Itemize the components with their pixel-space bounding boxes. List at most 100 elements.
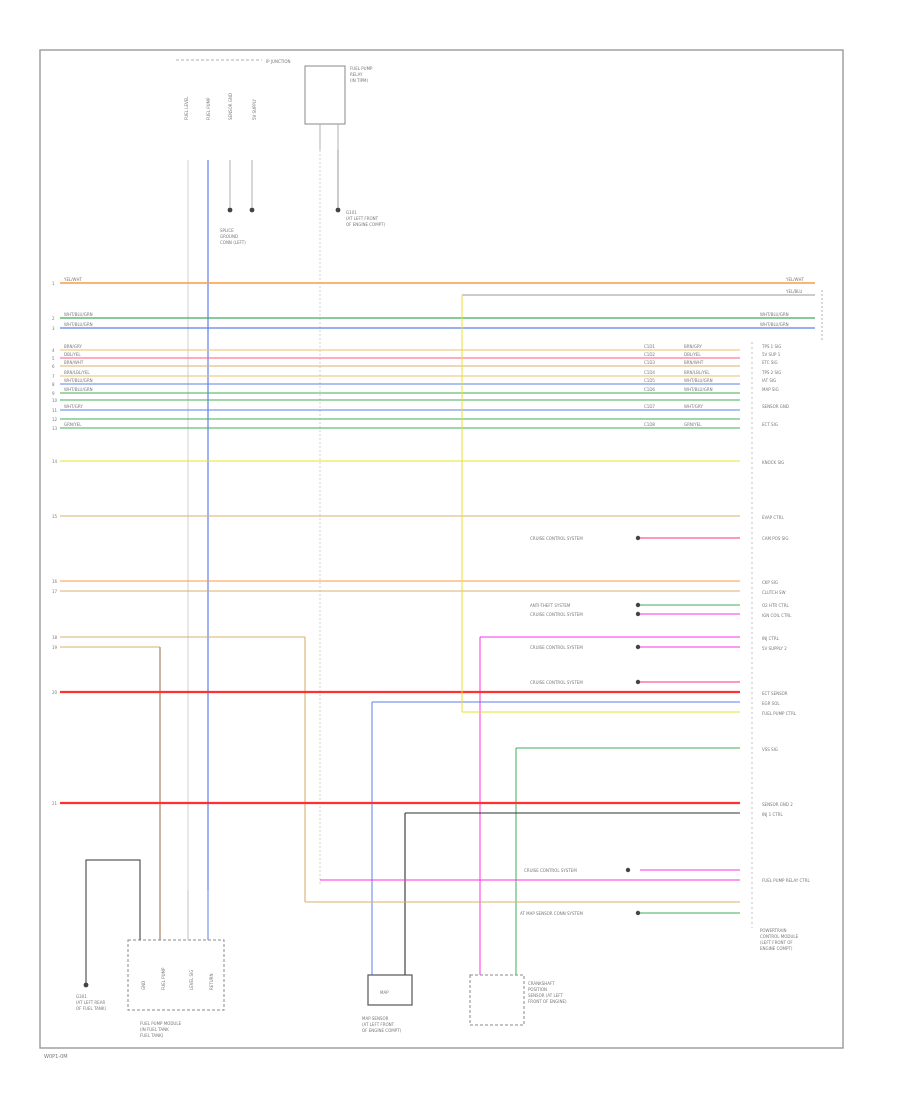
svg-text:CONN (LEFT): CONN (LEFT) bbox=[220, 240, 246, 245]
harness-row-circuit: ECT SIG bbox=[762, 422, 778, 427]
callout: CRUISE CONTROL SYSTEM bbox=[530, 645, 583, 650]
svg-text:POWERTRAIN: POWERTRAIN bbox=[760, 928, 787, 933]
vertical-wires bbox=[187, 150, 321, 890]
top-wire-labels: FUEL LEVEL FUEL PUMP SENSOR GND 5V SUPPL… bbox=[184, 93, 257, 120]
svg-text:FRONT OF ENGINE): FRONT OF ENGINE) bbox=[528, 999, 567, 1004]
svg-text:CONTROL MODULE: CONTROL MODULE bbox=[760, 934, 799, 939]
fuel-module-pin: GND bbox=[141, 981, 146, 990]
harness-row-label: GRN/YEL bbox=[684, 422, 702, 427]
pcm-circuit-label: ECT SENSOR bbox=[762, 691, 788, 696]
svg-text:5: 5 bbox=[52, 356, 55, 361]
top-wire-label: FUEL PUMP bbox=[206, 97, 211, 120]
harness-row-circuit: SENSOR GND bbox=[762, 404, 789, 409]
pcm-circuit-label: INJ 1 CTRL bbox=[762, 812, 783, 817]
harness-row-label: WHT/BLU/GRN bbox=[684, 378, 713, 383]
svg-text:11: 11 bbox=[52, 408, 58, 413]
harness-row-label: BRN/GRY bbox=[684, 344, 702, 349]
callout: CRUISE CONTROL SYSTEM bbox=[530, 536, 583, 541]
fuel-module-pin: RETURN bbox=[209, 974, 214, 990]
harness-wires bbox=[60, 282, 815, 975]
svg-text:19: 19 bbox=[52, 645, 58, 650]
pcm-circuit-labels: TPS 1 SIG 5V SUP 1 ETC SIG TPS 2 SIG IAT… bbox=[761, 344, 811, 883]
top-wire-label: SENSOR GND bbox=[228, 93, 233, 120]
pcm-label: POWERTRAIN CONTROL MODULE (LEFT FRONT OF… bbox=[760, 928, 799, 951]
right-top-labels: YEL/WHT YEL/BLU WHT/BLU/GRN WHT/BLU/GRN bbox=[760, 277, 823, 340]
harness-row-label: DBL/YEL bbox=[684, 352, 701, 357]
left-wire-color-labels: YEL/WHT WHT/BLU/GRN WHT/BLU/GRN BRN/GRY … bbox=[63, 277, 93, 427]
footer-code: W0P1-0M bbox=[44, 1054, 68, 1060]
pcm-circuit-label: VSS SIG bbox=[762, 747, 778, 752]
svg-text:(LEFT FRONT OF: (LEFT FRONT OF bbox=[760, 940, 793, 945]
pcm-circuit-label: FUEL PUMP RELAY CTRL bbox=[762, 878, 811, 883]
harness-row-pin: C1D7 bbox=[644, 404, 655, 409]
harness-row-color: WHT/BLU/GRN bbox=[64, 387, 93, 392]
callout: AT MAP SENSOR CONN SYSTEM bbox=[520, 911, 583, 916]
pcm-circuit-label: EGR SOL bbox=[762, 701, 780, 706]
harness-row-label: BRN/LBL/YEL bbox=[684, 370, 710, 375]
pcm-circuit-label: INJ CTRL bbox=[762, 636, 780, 641]
svg-text:FUEL PUMP MODULE: FUEL PUMP MODULE bbox=[140, 1021, 182, 1026]
harness-row-pin: C1D5 bbox=[644, 378, 655, 383]
svg-text:G101: G101 bbox=[346, 210, 357, 215]
svg-text:14: 14 bbox=[52, 459, 58, 464]
harness-row-pin: C1D6 bbox=[644, 387, 655, 392]
fuel-module-pin: FUEL PUMP bbox=[161, 967, 166, 990]
harness-row-label: WHT/BLU/GRN bbox=[684, 387, 713, 392]
svg-text:20: 20 bbox=[52, 690, 58, 695]
svg-text:MAP SENSOR: MAP SENSOR bbox=[362, 1016, 389, 1021]
pcm-circuit-label: 5V SUPPLY 2 bbox=[762, 646, 787, 651]
pcm-circuit-label: SENSOR GND 2 bbox=[762, 802, 793, 807]
svg-text:(AT LEFT REAR: (AT LEFT REAR bbox=[76, 1000, 105, 1005]
top-wire-label: FUEL LEVEL bbox=[184, 96, 189, 120]
svg-text:10: 10 bbox=[52, 398, 58, 403]
relay-label: FUEL PUMP bbox=[350, 66, 373, 71]
harness-row-color: BRN/GRY bbox=[64, 344, 82, 349]
svg-text:18: 18 bbox=[52, 635, 58, 640]
harness-row-label: WHT/GRY bbox=[684, 404, 703, 409]
harness-row-circuit: TPS 1 SIG bbox=[761, 344, 781, 349]
harness-row-color: BRN/WHT bbox=[64, 360, 84, 365]
harness-row-pin: C1D2 bbox=[644, 352, 655, 357]
harness-row-circuit: IAT SIG bbox=[762, 378, 776, 383]
harness-row-circuit: 5V SUP 1 bbox=[762, 352, 781, 357]
svg-text:FUEL TANK): FUEL TANK) bbox=[140, 1033, 164, 1038]
fuel-module-pin: LEVEL SIG bbox=[189, 970, 194, 990]
callouts: CRUISE CONTROL SYSTEM ANTI-THEFT SYSTEM … bbox=[520, 535, 641, 916]
svg-text:9: 9 bbox=[52, 391, 55, 396]
svg-text:SENSOR (AT LEFT: SENSOR (AT LEFT bbox=[528, 993, 563, 998]
harness-row-circuit: MAP SIG bbox=[762, 387, 779, 392]
harness-row-label: YEL/BLU bbox=[785, 289, 802, 294]
crankshaft-sensor: CRANKSHAFT POSITION SENSOR (AT LEFT FRON… bbox=[469, 974, 567, 1026]
svg-text:12: 12 bbox=[52, 417, 58, 422]
harness-row-pin: C1D4 bbox=[644, 370, 655, 375]
fuel-pump-relay: FUEL PUMP RELAY (IN TIPM) bbox=[304, 65, 373, 150]
svg-text:ENGINE COMPT): ENGINE COMPT) bbox=[760, 946, 793, 951]
harness-row-pin: C1D3 bbox=[644, 360, 655, 365]
harness-row-circuit: ETC SIG bbox=[762, 360, 778, 365]
harness-row-color: WHT/BLU/GRN bbox=[64, 378, 93, 383]
callout: CRUISE CONTROL SYSTEM bbox=[530, 680, 583, 685]
ground-dots-top: SPLICE GROUND CONN (LEFT) G101 (AT LEFT … bbox=[220, 150, 386, 245]
harness-row-label: BRN/WHT bbox=[684, 360, 704, 365]
fuel-pump-module: GND FUEL PUMP LEVEL SIG RETURN FUEL PUMP… bbox=[127, 890, 225, 1038]
map-sensor: MAP MAP SENSOR (AT LEFT FRONT OF ENGINE … bbox=[362, 974, 413, 1033]
top-wire-label: 5V SUPPLY bbox=[252, 98, 257, 120]
svg-text:SPLICE: SPLICE bbox=[220, 228, 234, 233]
svg-text:15: 15 bbox=[52, 514, 58, 519]
svg-text:2: 2 bbox=[52, 316, 55, 321]
svg-text:3: 3 bbox=[52, 326, 55, 331]
svg-text:(IN TIPM): (IN TIPM) bbox=[350, 78, 368, 83]
svg-text:RELAY: RELAY bbox=[350, 72, 363, 77]
harness-row-color: WHT/GRY bbox=[64, 404, 83, 409]
callout: ANTI-THEFT SYSTEM bbox=[530, 603, 571, 608]
svg-text:(IN FUEL TANK: (IN FUEL TANK bbox=[140, 1027, 169, 1032]
callout: CRUISE CONTROL SYSTEM bbox=[524, 868, 577, 873]
svg-text:13: 13 bbox=[52, 426, 58, 431]
svg-text:OF FUEL TANK): OF FUEL TANK) bbox=[76, 1006, 106, 1011]
svg-text:(AT LEFT FRONT: (AT LEFT FRONT bbox=[362, 1022, 395, 1027]
svg-text:POSITION: POSITION bbox=[528, 987, 547, 992]
pcm-pin-column: C1D1 C1D2 C1D3 C1D4 C1D5 C1D6 C1D7 C1D8 … bbox=[644, 344, 713, 427]
svg-text:G301: G301 bbox=[76, 994, 87, 999]
svg-text:4: 4 bbox=[52, 348, 55, 353]
